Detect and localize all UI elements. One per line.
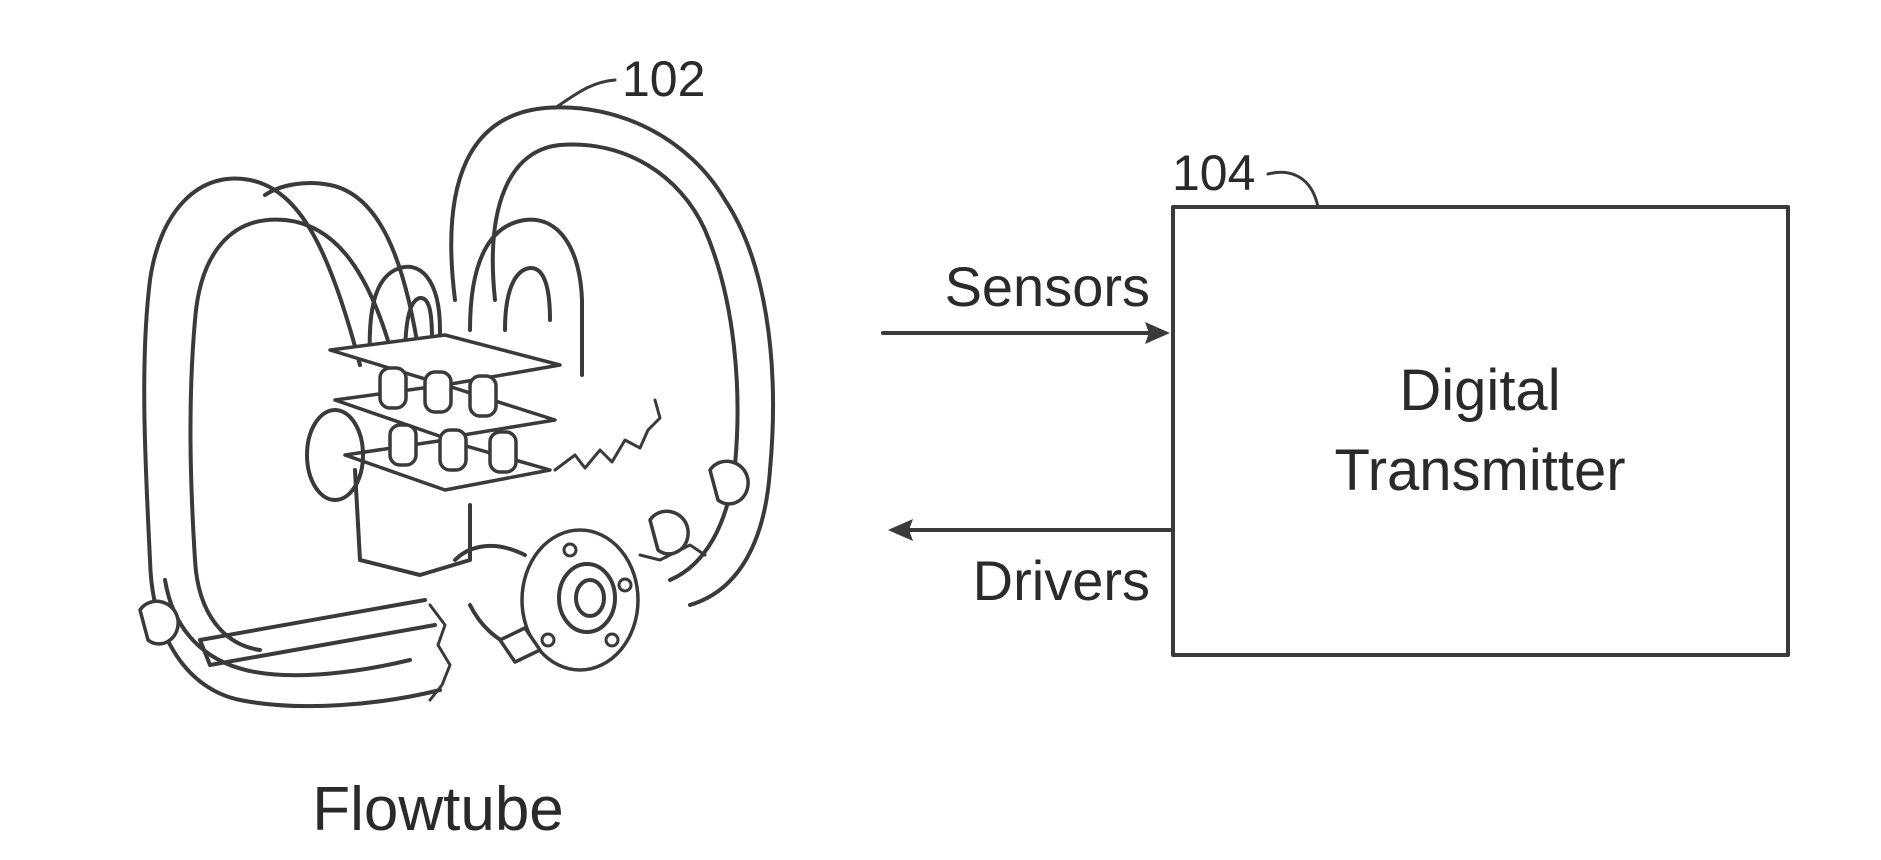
flowtube-stub-1 bbox=[380, 368, 406, 408]
flowtube-front-loop-inner bbox=[190, 220, 395, 650]
sensors-label: Sensors bbox=[945, 255, 1150, 318]
transmitter-ref-number: 104 bbox=[1172, 145, 1255, 201]
flowtube-caption: Flowtube bbox=[312, 775, 564, 844]
flowtube-break-line-bottom bbox=[430, 605, 450, 700]
transmitter-title-line2: Transmitter bbox=[1334, 438, 1625, 503]
flowtube-break-line-right bbox=[555, 400, 660, 470]
transmitter-ref-leader bbox=[1268, 172, 1318, 207]
flowtube-connector-left bbox=[140, 601, 178, 644]
drivers-arrow bbox=[888, 519, 1170, 541]
flowtube-stub-5 bbox=[440, 430, 466, 470]
flowtube-stub-2 bbox=[425, 372, 451, 412]
transmitter-title-line1: Digital bbox=[1399, 358, 1560, 423]
transmitter-box bbox=[1173, 207, 1788, 655]
drivers-label: Drivers bbox=[973, 549, 1150, 612]
flowtube-ref-number: 102 bbox=[622, 51, 705, 107]
flowtube-base-channel bbox=[200, 600, 435, 665]
flowtube-stub-6 bbox=[490, 432, 516, 472]
flowtube-connector-right-top bbox=[710, 461, 748, 504]
flowtube-ref-leader bbox=[555, 80, 615, 108]
flowtube-middle-loop-outer bbox=[265, 183, 420, 360]
sensors-arrow bbox=[883, 322, 1170, 344]
flowtube-stub-3 bbox=[470, 376, 496, 416]
flowtube-stub-4 bbox=[390, 425, 416, 465]
flowtube-drawing bbox=[140, 107, 773, 706]
